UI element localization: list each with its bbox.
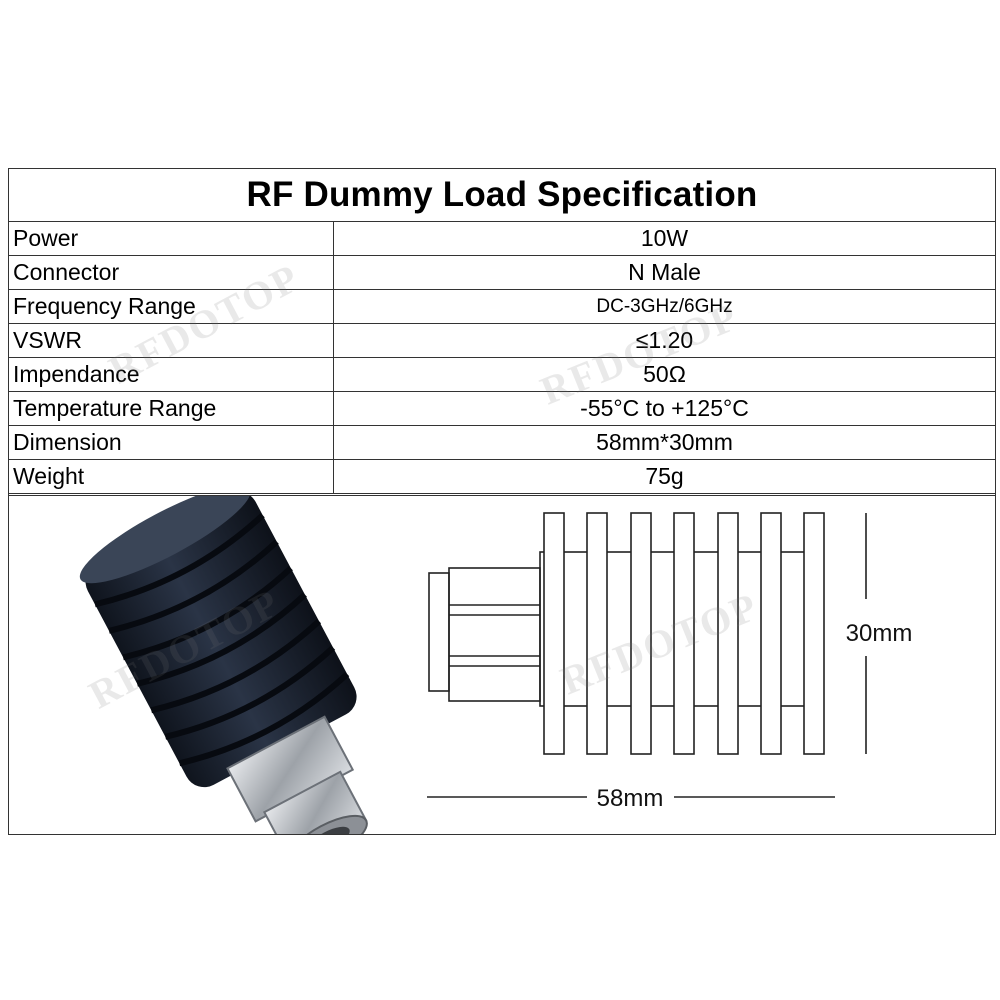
height-dimension-label: 30mm: [846, 620, 913, 647]
spec-value: 58mm*30mm: [333, 425, 995, 460]
table-row: Weight 75g: [9, 459, 995, 494]
dummy-load-photo: [79, 496, 368, 834]
connector-nose: [262, 770, 368, 834]
spec-value: ≤1.20: [333, 323, 995, 358]
table-row: Temperature Range -55°C to +125°C: [9, 391, 995, 426]
dimension-drawing: [427, 512, 867, 798]
spec-value: -55°C to +125°C: [333, 391, 995, 426]
heatsink-body: [85, 496, 357, 788]
spec-value: 50Ω: [333, 357, 995, 392]
spec-label: VSWR: [9, 323, 334, 358]
page-title: RF Dummy Load Specification: [9, 169, 995, 222]
table-row: Power 10W: [9, 222, 995, 256]
table-row: Impendance 50Ω: [9, 357, 995, 392]
spec-label: Frequency Range: [9, 289, 334, 324]
table-row: Frequency Range DC-3GHz/6GHz: [9, 289, 995, 324]
spec-label: Impendance: [9, 357, 334, 392]
product-figure-svg: 30mm 58mm: [79, 496, 913, 834]
table-row: VSWR ≤1.20: [9, 323, 995, 358]
spec-label: Temperature Range: [9, 391, 334, 426]
table-row: Dimension 58mm*30mm: [9, 425, 995, 460]
spec-label: Power: [9, 222, 334, 256]
heatsink-top-face: [79, 496, 251, 584]
spec-label: Connector: [9, 255, 334, 290]
spec-table: Power 10W Connector N Male Frequency Ran…: [9, 222, 995, 494]
drawing-fins: [543, 512, 825, 755]
spec-value: 75g: [333, 459, 995, 494]
table-row: Connector N Male: [9, 255, 995, 290]
heatsink-fins: [94, 512, 350, 767]
spec-label: Dimension: [9, 425, 334, 460]
product-figure: 30mm 58mm: [9, 495, 995, 835]
length-dimension-label: 58mm: [597, 785, 664, 812]
drawing-connector-hex: [448, 567, 541, 702]
spec-value: DC-3GHz/6GHz: [333, 289, 995, 324]
spec-sheet: RF Dummy Load Specification Power 10W Co…: [8, 168, 996, 835]
drawing-connector-cap: [428, 572, 450, 692]
spec-value: 10W: [333, 222, 995, 256]
spec-label: Weight: [9, 459, 334, 494]
spec-value: N Male: [333, 255, 995, 290]
connector-pin-hole: [306, 826, 350, 834]
